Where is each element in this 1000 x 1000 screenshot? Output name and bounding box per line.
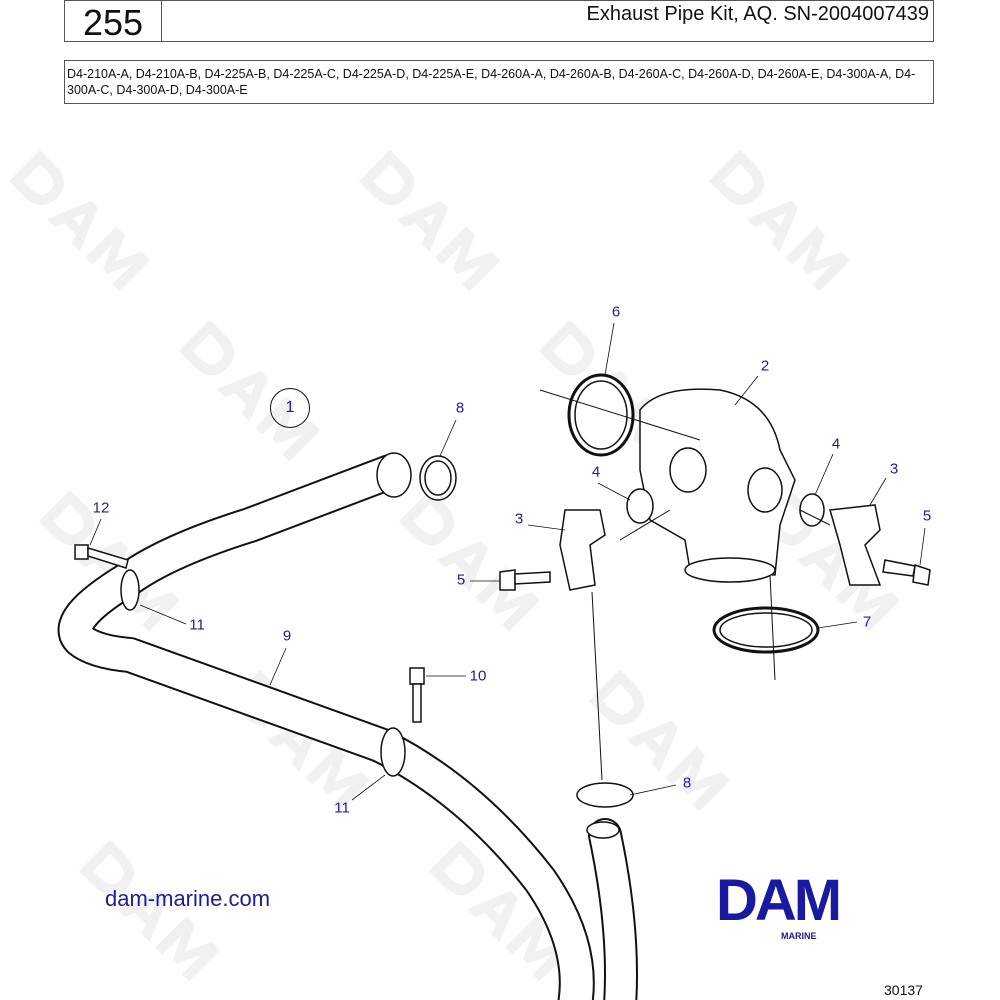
elbow-2 xyxy=(639,388,796,576)
bolt-10 xyxy=(409,667,425,685)
callout-5: 5 xyxy=(922,507,932,525)
callout-3: 3 xyxy=(889,460,899,478)
callout-11: 11 xyxy=(189,616,205,634)
callout-2: 2 xyxy=(760,357,770,375)
callout-1: 1 xyxy=(270,388,310,428)
elbow-3 xyxy=(829,504,882,586)
callout-9: 9 xyxy=(282,627,292,645)
hose-end xyxy=(376,452,412,498)
gasket-4 xyxy=(626,488,654,524)
callout-4: 4 xyxy=(831,435,841,453)
clamp-8-lower xyxy=(576,782,634,808)
callout-8: 8 xyxy=(682,774,692,792)
clamp-11 xyxy=(120,569,140,611)
elbow-3 xyxy=(559,509,606,591)
callout-7: 7 xyxy=(862,613,872,631)
bolt-5 xyxy=(912,563,931,586)
header-box: 255 Exhaust Pipe Kit, AQ. SN-2004007439 xyxy=(64,0,934,43)
logo-subtitle: MARINE xyxy=(781,931,817,941)
callout-4: 4 xyxy=(591,463,601,481)
website-link[interactable]: dam-marine.com xyxy=(105,886,271,911)
callout-10: 10 xyxy=(469,667,487,685)
callout-8: 8 xyxy=(455,399,465,417)
clamp-11 xyxy=(380,727,406,777)
page-number: 255 xyxy=(65,1,162,43)
page-title: Exhaust Pipe Kit, AQ. SN-2004007439 xyxy=(586,3,929,25)
callout-11: 11 xyxy=(334,799,350,817)
bolt-5 xyxy=(499,569,516,591)
callout-5: 5 xyxy=(456,571,466,589)
figure-number: 30137 xyxy=(884,982,923,998)
callout-12: 12 xyxy=(92,499,110,517)
dam-logo: DAM xyxy=(716,868,842,933)
callout-3: 3 xyxy=(514,510,524,528)
bolt-12 xyxy=(74,544,89,560)
gasket-4 xyxy=(799,493,825,527)
callout-6: 6 xyxy=(611,303,621,321)
model-list: D4-210A-A, D4-210A-B, D4-225A-B, D4-225A… xyxy=(64,60,934,104)
